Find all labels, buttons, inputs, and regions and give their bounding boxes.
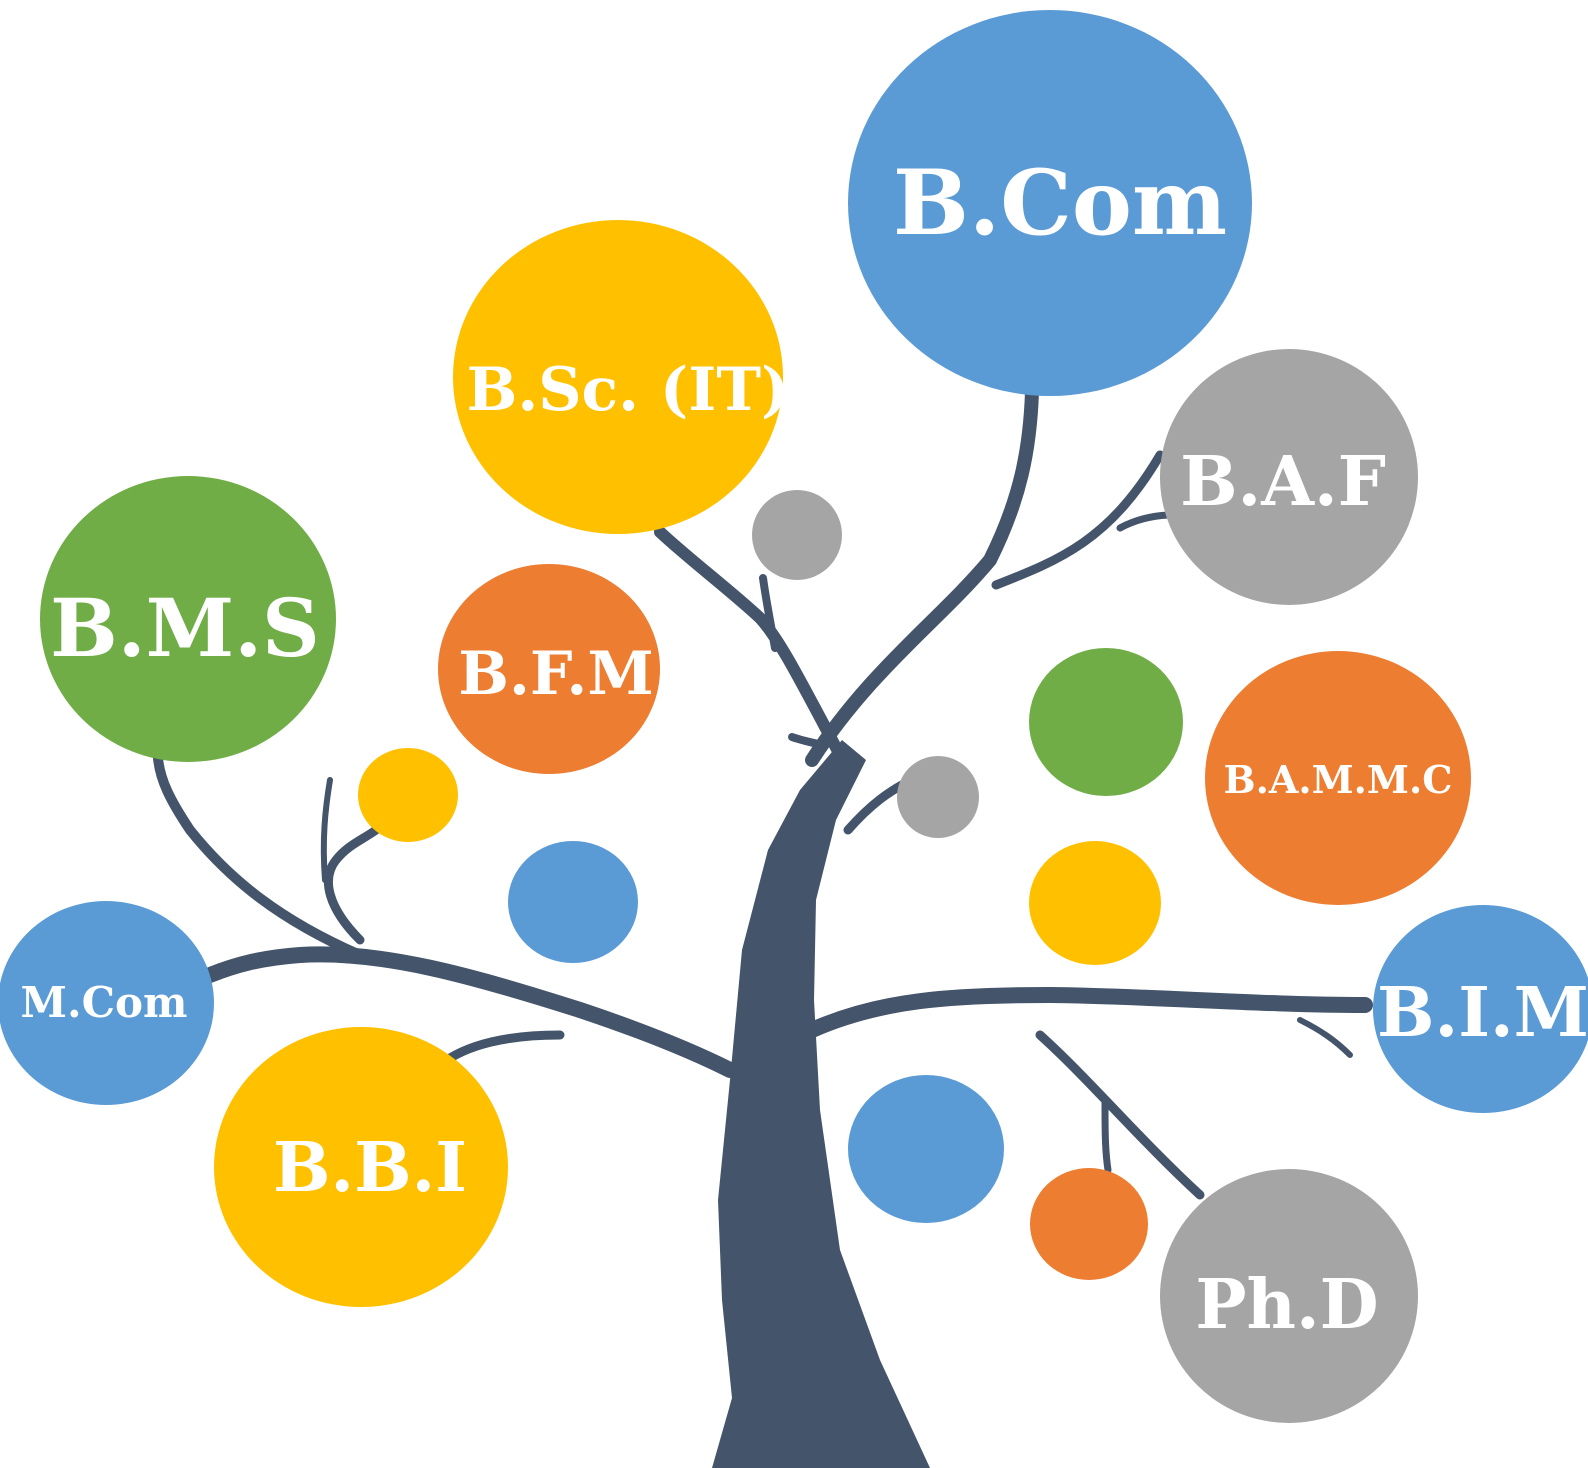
twig-small-yellow xyxy=(320,777,333,883)
dot-yellow-left xyxy=(358,748,458,842)
branch-baf xyxy=(991,450,1165,590)
course-label-bbi: B.B.I xyxy=(273,1128,467,1208)
course-label-bcom: B.Com xyxy=(893,150,1227,256)
branch-bcom xyxy=(805,385,1039,767)
twig-bim xyxy=(1297,1017,1353,1058)
twig-small-orange xyxy=(1101,1096,1112,1174)
course-node-bfm[interactable]: B.F.M xyxy=(438,564,660,774)
branch-left-main xyxy=(202,946,738,1078)
course-node-bammc[interactable]: B.A.M.M.C xyxy=(1205,651,1471,905)
branch-right-main xyxy=(804,987,1373,1038)
dot-orange-bottom xyxy=(1030,1168,1148,1280)
course-node-baf[interactable]: B.A.F xyxy=(1160,349,1418,605)
course-node-bcom[interactable]: B.Com xyxy=(848,10,1252,396)
twig-baf xyxy=(1116,511,1172,532)
twig-bsc-it xyxy=(759,574,779,652)
tree-branches xyxy=(153,385,1373,1468)
course-node-mcom[interactable]: M.Com xyxy=(0,901,214,1105)
course-node-bbi[interactable]: B.B.I xyxy=(214,1027,508,1307)
course-label-phd: Ph.D xyxy=(1195,1265,1378,1345)
tree-trunk xyxy=(712,740,930,1468)
branch-bbi xyxy=(445,1030,565,1063)
dot-blue-left xyxy=(508,841,638,963)
branch-bms xyxy=(153,753,365,960)
course-label-bms: B.M.S xyxy=(50,581,320,675)
course-nodes: B.Com B.Sc. (IT) B.A.F B.M.S B.F.M B.A.M… xyxy=(0,10,1588,1423)
branch-phd xyxy=(1035,1030,1205,1200)
dot-gray-top xyxy=(752,490,842,580)
course-label-bsc-it: B.Sc. (IT) xyxy=(467,355,790,425)
course-node-phd[interactable]: Ph.D xyxy=(1160,1169,1418,1423)
dot-green xyxy=(1029,648,1183,796)
dot-gray-mid xyxy=(897,756,979,838)
dot-blue-bottom xyxy=(848,1075,1004,1223)
dot-yellow-right xyxy=(1029,841,1161,965)
branch-bsc-it xyxy=(654,526,846,761)
course-label-mcom: M.Com xyxy=(21,978,188,1027)
course-node-bsc-it[interactable]: B.Sc. (IT) xyxy=(453,220,789,534)
course-label-bammc: B.A.M.M.C xyxy=(1224,757,1453,802)
course-node-bim[interactable]: B.I.M xyxy=(1373,905,1588,1113)
twig-trunk-left xyxy=(788,733,826,749)
course-label-bim: B.I.M xyxy=(1377,973,1588,1053)
branch-small-yellow xyxy=(323,825,381,945)
decorative-dots xyxy=(358,490,1183,1280)
course-label-baf: B.A.F xyxy=(1180,442,1386,522)
course-label-bfm: B.F.M xyxy=(458,639,653,709)
course-node-bms[interactable]: B.M.S xyxy=(40,476,336,762)
